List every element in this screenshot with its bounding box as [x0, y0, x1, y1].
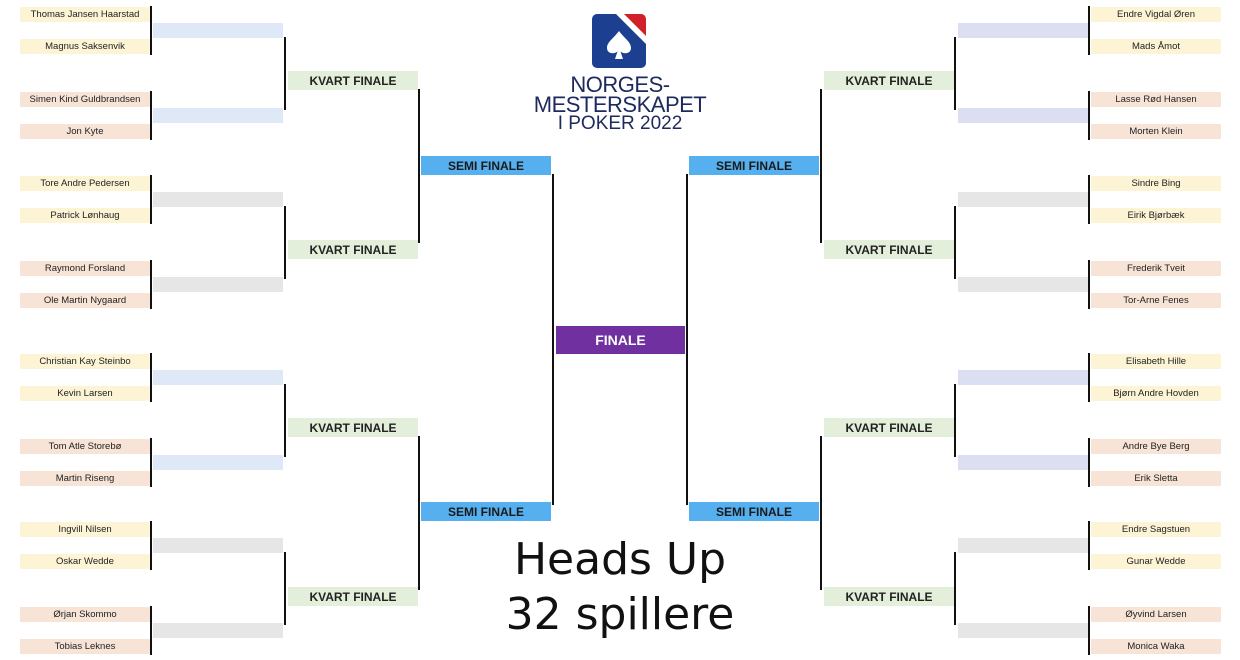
- left-player-9: Christian Kay Steinbo: [20, 354, 150, 369]
- right-player-4: Morten Klein: [1091, 124, 1221, 139]
- right-connector-r1-3: [1088, 175, 1090, 224]
- right-quarter-final-1: KVART FINALE: [824, 71, 954, 90]
- left-round2-slot-6: [153, 455, 283, 470]
- right-player-11: Andre Bye Berg: [1091, 439, 1221, 454]
- right-player-2: Mads Åmot: [1091, 39, 1221, 54]
- left-quarter-final-3: KVART FINALE: [288, 418, 418, 437]
- left-connector-r4: [552, 174, 554, 505]
- right-connector-r1-2: [1088, 91, 1090, 140]
- logo-title-line1: NORGES-: [570, 72, 670, 97]
- right-semi-final-1: SEMI FINALE: [689, 156, 819, 175]
- right-round2-slot-5: [958, 370, 1088, 385]
- right-player-7: Frederik Tveit: [1091, 261, 1221, 276]
- right-round2-slot-6: [958, 455, 1088, 470]
- right-connector-r1-7: [1088, 521, 1090, 570]
- left-round2-slot-3: [153, 192, 283, 207]
- right-connector-r1-1: [1088, 6, 1090, 55]
- left-player-4: Jon Kyte: [20, 124, 150, 139]
- left-player-16: Tobias Leknes: [20, 639, 150, 654]
- left-player-2: Magnus Saksenvik: [20, 39, 150, 54]
- right-connector-r4: [686, 174, 688, 505]
- right-player-6: Eirik Bjørbæk: [1091, 208, 1221, 223]
- right-connector-r1-8: [1088, 606, 1090, 655]
- left-player-11: Tom Atle Storebø: [20, 439, 150, 454]
- left-quarter-final-1: KVART FINALE: [288, 71, 418, 90]
- left-player-10: Kevin Larsen: [20, 386, 150, 401]
- spade-logo-icon: [592, 14, 646, 68]
- right-connector-r2-1: [954, 37, 956, 110]
- right-connector-r1-6: [1088, 438, 1090, 487]
- right-connector-r1-5: [1088, 353, 1090, 402]
- left-connector-r1-4: [150, 260, 152, 309]
- final-label: FINALE: [556, 326, 685, 354]
- right-semi-final-2: SEMI FINALE: [689, 502, 819, 521]
- right-player-12: Erik Sletta: [1091, 471, 1221, 486]
- right-player-9: Elisabeth Hille: [1091, 354, 1221, 369]
- left-round2-slot-2: [153, 108, 283, 123]
- right-player-16: Monica Waka: [1091, 639, 1221, 654]
- left-connector-r1-7: [150, 521, 152, 570]
- right-connector-r2-4: [954, 552, 956, 625]
- right-connector-r3-1: [820, 89, 822, 243]
- left-round2-slot-7: [153, 538, 283, 553]
- left-round2-slot-8: [153, 623, 283, 638]
- left-player-8: Ole Martin Nygaard: [20, 293, 150, 308]
- right-connector-r2-2: [954, 206, 956, 279]
- right-round2-slot-2: [958, 108, 1088, 123]
- right-player-8: Tor-Arne Fenes: [1091, 293, 1221, 308]
- right-round2-slot-1: [958, 23, 1088, 38]
- left-player-12: Martin Riseng: [20, 471, 150, 486]
- right-quarter-final-3: KVART FINALE: [824, 418, 954, 437]
- logo-title-line3: I POKER 2022: [557, 113, 683, 134]
- right-round2-slot-4: [958, 277, 1088, 292]
- left-connector-r1-5: [150, 353, 152, 402]
- left-connector-r1-3: [150, 175, 152, 224]
- right-player-5: Sindre Bing: [1091, 176, 1221, 191]
- left-quarter-final-4: KVART FINALE: [288, 587, 418, 606]
- heading-line2: 32 spillere: [505, 589, 735, 640]
- left-connector-r1-1: [150, 6, 152, 55]
- right-player-1: Endre Vigdal Øren: [1091, 7, 1221, 22]
- left-player-15: Ørjan Skommo: [20, 607, 150, 622]
- left-player-7: Raymond Forsland: [20, 261, 150, 276]
- right-round2-slot-8: [958, 623, 1088, 638]
- left-player-14: Oskar Wedde: [20, 554, 150, 569]
- right-player-15: Øyvind Larsen: [1091, 607, 1221, 622]
- right-connector-r1-4: [1088, 260, 1090, 309]
- right-quarter-final-2: KVART FINALE: [824, 240, 954, 259]
- right-connector-r3-2: [820, 436, 822, 590]
- left-semi-final-2: SEMI FINALE: [421, 502, 551, 521]
- left-round2-slot-4: [153, 277, 283, 292]
- left-quarter-final-2: KVART FINALE: [288, 240, 418, 259]
- left-player-13: Ingvill Nilsen: [20, 522, 150, 537]
- right-connector-r2-3: [954, 384, 956, 457]
- left-player-5: Tore Andre Pedersen: [20, 176, 150, 191]
- left-semi-final-1: SEMI FINALE: [421, 156, 551, 175]
- left-connector-r2-1: [284, 37, 286, 110]
- right-round2-slot-7: [958, 538, 1088, 553]
- left-player-6: Patrick Lønhaug: [20, 208, 150, 223]
- right-quarter-final-4: KVART FINALE: [824, 587, 954, 606]
- logo-title-line2: MESTERSKAPET: [533, 92, 707, 117]
- left-connector-r3-1: [418, 89, 420, 243]
- right-player-3: Lasse Rød Hansen: [1091, 92, 1221, 107]
- right-player-14: Gunar Wedde: [1091, 554, 1221, 569]
- heading-line1: Heads Up: [513, 534, 727, 585]
- left-connector-r1-2: [150, 91, 152, 140]
- right-player-10: Bjørn Andre Hovden: [1091, 386, 1221, 401]
- left-round2-slot-1: [153, 23, 283, 38]
- left-connector-r1-6: [150, 438, 152, 487]
- left-round2-slot-5: [153, 370, 283, 385]
- left-connector-r2-4: [284, 552, 286, 625]
- left-player-3: Simen Kind Guldbrandsen: [20, 92, 150, 107]
- left-connector-r1-8: [150, 606, 152, 655]
- right-player-13: Endre Sagstuen: [1091, 522, 1221, 537]
- left-player-1: Thomas Jansen Haarstad: [20, 7, 150, 22]
- left-connector-r2-3: [284, 384, 286, 457]
- left-connector-r3-2: [418, 436, 420, 590]
- left-connector-r2-2: [284, 206, 286, 279]
- right-round2-slot-3: [958, 192, 1088, 207]
